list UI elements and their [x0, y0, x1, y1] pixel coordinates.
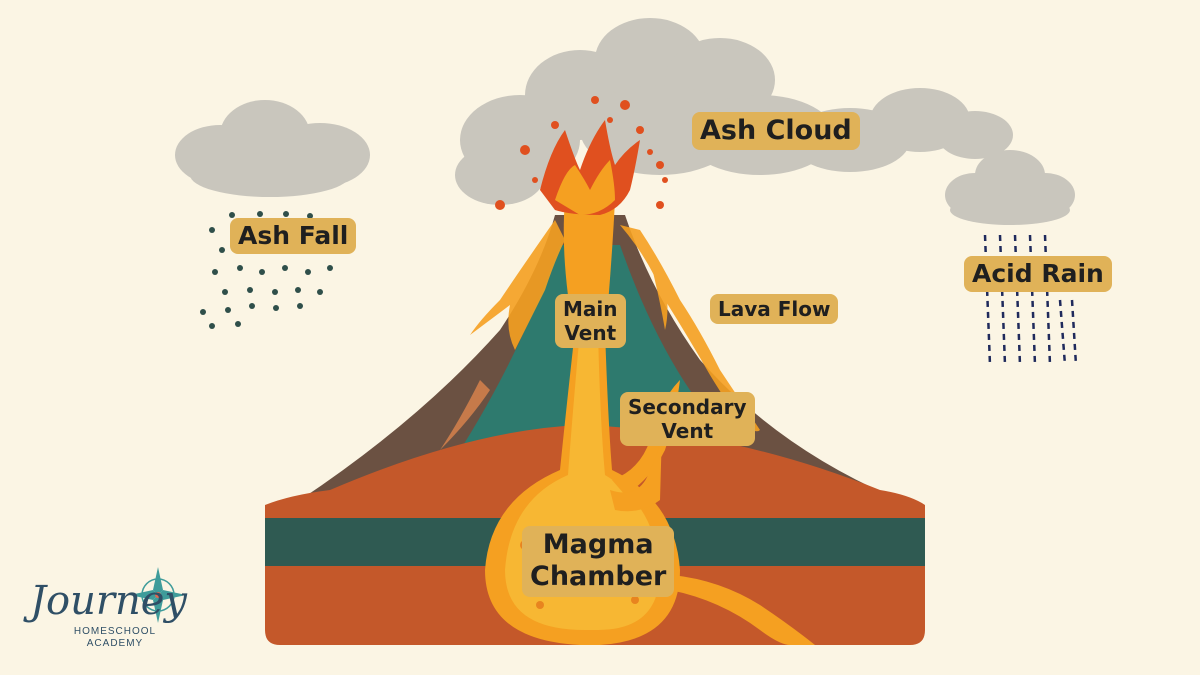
side-dike: [610, 430, 662, 512]
magma-chamber-label-line2: Chamber: [530, 561, 667, 593]
secondary-vent-label-line1: Secondary: [628, 395, 747, 419]
lava-streaks: [470, 220, 760, 432]
rock-ridge-left: [440, 380, 490, 450]
lava-flow-label: Lava Flow: [710, 294, 839, 324]
logo-wordmark: Journey: [30, 578, 188, 624]
secondary-vent-label-line2: Vent: [661, 419, 714, 443]
acid-rain-label: Acid Rain: [964, 256, 1112, 292]
ash-fall-label: Ash Fall: [230, 218, 357, 254]
main-vent-label-line2: Vent: [564, 321, 617, 345]
logo-line2: ACADEMY: [86, 638, 144, 649]
acid-rain-streaks: [983, 234, 1078, 366]
eruption-core: [555, 160, 615, 215]
lower-dike: [670, 575, 815, 645]
acid-rain-cloud-shape: [945, 150, 1075, 225]
magma-chamber-label: Magma Chamber: [522, 526, 675, 597]
secondary-vent-label: Secondary Vent: [620, 392, 755, 446]
ash-cloud-label: Ash Cloud: [692, 112, 860, 151]
magma-chamber-label-line1: Magma: [542, 529, 654, 560]
main-vent-label: Main Vent: [555, 294, 626, 348]
logo-line1: HOMESCHOOL: [73, 626, 157, 637]
compass-star-icon: [130, 567, 186, 623]
ash-fall-cloud-shape: [175, 100, 370, 197]
main-vent-label-line1: Main: [563, 297, 618, 321]
lava-droplets: [495, 96, 668, 210]
